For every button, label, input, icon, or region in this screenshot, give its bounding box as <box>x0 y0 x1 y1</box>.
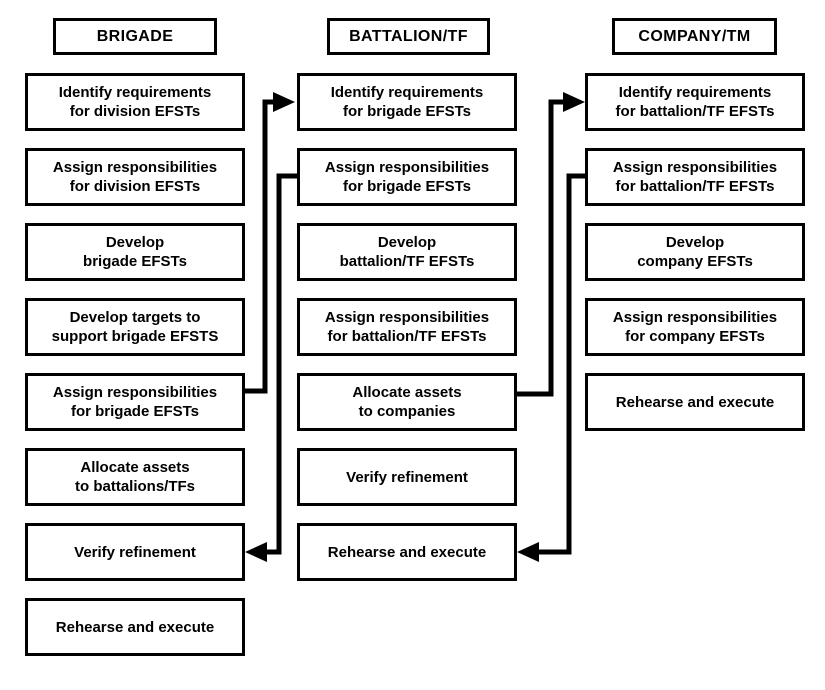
box-battalion-identify-requirements-brigade-efsts: Identify requirements for brigade EFSTs <box>297 73 517 131</box>
box-battalion-assign-responsibilities-brigade-efsts: Assign responsibilities for brigade EFST… <box>297 148 517 206</box>
box-brigade-identify-requirements-division-efsts: Identify requirements for division EFSTs <box>25 73 245 131</box>
box-brigade-verify-refinement: Verify refinement <box>25 523 245 581</box>
box-battalion-rehearse-and-execute: Rehearse and execute <box>297 523 517 581</box>
arrow-brigade-assign-to-battalion-identify <box>245 92 295 394</box>
column-header-company-tm: COMPANY/TM <box>612 18 777 55</box>
box-battalion-verify-refinement: Verify refinement <box>297 448 517 506</box>
arrowhead-left-icon <box>517 542 539 562</box>
arrowhead-left-icon <box>245 542 267 562</box>
box-company-assign-responsibilities-battalion-tf-efsts: Assign responsibilities for battalion/TF… <box>585 148 805 206</box>
arrow-company-assign-to-battalion-rehearse <box>517 173 585 562</box>
arrowhead-right-icon <box>563 92 585 112</box>
box-brigade-assign-responsibilities-division-efsts: Assign responsibilities for division EFS… <box>25 148 245 206</box>
box-battalion-develop-battalion-tf-efsts: Develop battalion/TF EFSTs <box>297 223 517 281</box>
box-brigade-develop-brigade-efsts: Develop brigade EFSTs <box>25 223 245 281</box>
box-company-rehearse-and-execute: Rehearse and execute <box>585 373 805 431</box>
arrowhead-right-icon <box>273 92 295 112</box>
box-battalion-assign-responsibilities-battalion-tf-efsts: Assign responsibilities for battalion/TF… <box>297 298 517 356</box>
box-brigade-rehearse-and-execute: Rehearse and execute <box>25 598 245 656</box>
arrow-battalion-allocate-to-company-identify <box>517 92 585 397</box>
arrow-battalion-assign-to-brigade-verify <box>245 173 297 562</box>
column-header-brigade: BRIGADE <box>53 18 217 55</box>
box-company-develop-company-efsts: Develop company EFSTs <box>585 223 805 281</box>
box-brigade-assign-responsibilities-brigade-efsts: Assign responsibilities for brigade EFST… <box>25 373 245 431</box>
box-brigade-develop-targets-support-brigade-efsts: Develop targets to support brigade EFSTS <box>25 298 245 356</box>
column-header-battalion-tf: BATTALION/TF <box>327 18 490 55</box>
box-company-assign-responsibilities-company-efsts: Assign responsibilities for company EFST… <box>585 298 805 356</box>
box-brigade-allocate-assets-battalions-tfs: Allocate assets to battalions/TFs <box>25 448 245 506</box>
box-battalion-allocate-assets-companies: Allocate assets to companies <box>297 373 517 431</box>
box-company-identify-requirements-battalion-tf-efsts: Identify requirements for battalion/TF E… <box>585 73 805 131</box>
